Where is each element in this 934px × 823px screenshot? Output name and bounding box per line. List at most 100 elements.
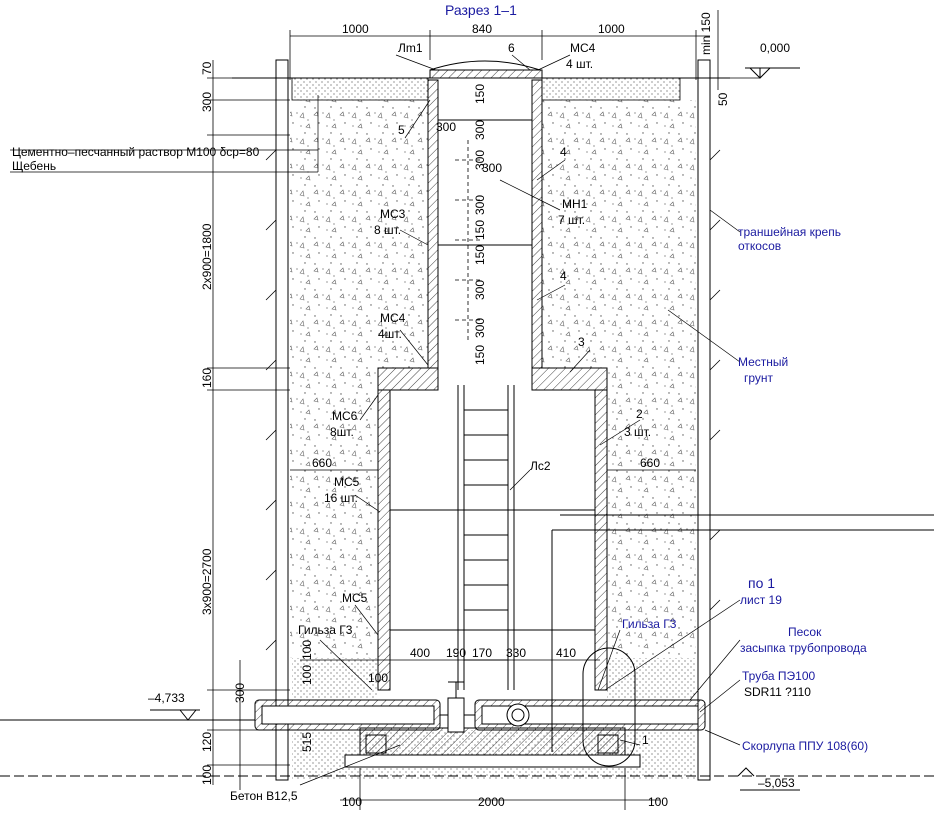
gravel-layer-right [541, 77, 681, 101]
label-soil-1: Местный [738, 355, 788, 369]
dim-100b: 100 [300, 640, 314, 660]
dim-50: 50 [716, 92, 730, 106]
dim-100v: 100 [300, 665, 314, 685]
ladder [457, 385, 515, 690]
label-pipe-1: Труба ПЭ100 [742, 669, 816, 683]
soil-fill [290, 100, 696, 658]
dim-top-left: 1000 [342, 22, 369, 36]
dim-n300d: 300 [473, 280, 487, 300]
dim-300a: 300 [200, 92, 214, 112]
gravel-layer [291, 77, 429, 101]
label-sleeve-right: Гильза Г3 [622, 617, 677, 631]
dim-170: 170 [472, 646, 492, 660]
sand-bedding-left [292, 658, 378, 700]
dimension-lines [207, 10, 760, 810]
label-mn1: МН1 [562, 197, 588, 211]
hatch-cover [429, 60, 543, 79]
dim-120: 120 [200, 732, 214, 752]
dim-top-right: 1000 [598, 22, 625, 36]
dim-n150b: 150 [473, 220, 487, 240]
label-concrete: Бетон В12,5 [230, 789, 298, 803]
dim-2x900: 2x900=1800 [200, 223, 214, 290]
dim-100d: 100 [342, 795, 362, 809]
label-mortar: Цементно–песчанный раствор М100 δср=80 [12, 145, 260, 159]
label-list19: лист 19 [740, 593, 782, 607]
section-title: Разрез 1–1 [445, 2, 517, 18]
dim-top-mid: 840 [472, 22, 492, 36]
dim-400: 400 [410, 646, 430, 660]
label-soil-2: грунт [744, 371, 774, 385]
label-mc5-qty: 16 шт. [324, 491, 358, 505]
label-shoring-1: траншейная крепь [738, 225, 841, 239]
dim-100c: 100 [368, 671, 388, 685]
dim-n150d: 150 [473, 345, 487, 365]
label-sleeve-left: Гильза Г3 [298, 623, 353, 637]
label-sand-1: Песок [788, 625, 822, 639]
label-4a: 4 [560, 145, 567, 159]
label-ls2: Лс2 [530, 459, 551, 473]
label-gravel: Щебень [12, 159, 56, 173]
dim-n300v: 300 [482, 161, 502, 175]
dim-160: 160 [200, 368, 214, 388]
dim-2000: 2000 [478, 795, 505, 809]
dim-190: 190 [446, 646, 466, 660]
dim-660a: 660 [312, 456, 332, 470]
label-mc4-mid: МС4 [380, 311, 406, 325]
dim-n300b: 300 [473, 150, 487, 170]
cover-slab [377, 367, 608, 391]
dim-300b: 300 [233, 683, 247, 703]
sand-bedding-right [607, 658, 696, 700]
label-mc4-mid-qty: 4шт. [378, 327, 402, 341]
label-sand-2: засыпка трубопровода [740, 641, 867, 655]
neck-steps [455, 140, 480, 340]
label-mc6: МС6 [332, 409, 358, 423]
dim-660b: 660 [640, 456, 660, 470]
label-mc3: МС3 [380, 207, 406, 221]
label-mc5b: МС5 [342, 591, 368, 605]
dim-515: 515 [300, 732, 314, 752]
label-6: 6 [508, 41, 515, 55]
elevation-markers [150, 67, 800, 791]
section-lines [0, 514, 934, 777]
dim-n300h: 300 [436, 120, 456, 134]
label-5: 5 [398, 123, 405, 137]
dim-n150a: 150 [473, 84, 487, 104]
trench-shoring [265, 59, 721, 781]
dim-410: 410 [556, 646, 576, 660]
label-shell: Скорлупа ППУ 108(60) [742, 739, 868, 753]
label-mc4-top: МС4 [570, 41, 596, 55]
level-top: 0,000 [760, 41, 790, 55]
label-mn1-qty: 7 шт. [558, 213, 585, 227]
level-bottom: –5,053 [758, 776, 795, 790]
dim-3x900: 3x900=2700 [200, 548, 214, 615]
level-pipe: –4,733 [148, 691, 185, 705]
dim-n150c: 150 [473, 245, 487, 265]
label-mc3-qty: 8 шт. [374, 223, 401, 237]
label-mc6-qty: 8шт. [330, 425, 354, 439]
dim-n300c: 300 [473, 195, 487, 215]
label-3: 3 [578, 335, 585, 349]
label-4b: 4 [560, 269, 567, 283]
label-lm1: Лm1 [398, 41, 423, 55]
dim-330: 330 [506, 646, 526, 660]
leader-lines [10, 54, 741, 786]
label-mc5: МС5 [334, 475, 360, 489]
dim-n300e: 300 [473, 318, 487, 338]
label-2: 2 [636, 407, 643, 421]
pipeline [254, 681, 706, 733]
dim-n300a: 300 [473, 120, 487, 140]
label-shoring-2: откосов [738, 239, 781, 253]
label-pipe-2: SDR11 ?110 [744, 685, 811, 699]
detail-callout [582, 647, 636, 767]
chamber-walls [377, 389, 608, 691]
dim-100e: 100 [648, 795, 668, 809]
dim-min150: min 150 [699, 12, 713, 55]
dim-100a: 100 [200, 765, 214, 785]
bottom-slab [344, 727, 641, 768]
dim-70: 70 [200, 61, 214, 75]
label-mc4-top-qty: 4 шт. [566, 57, 593, 71]
label-1: 1 [642, 733, 649, 747]
label-2-qty: 3 шт. [624, 425, 651, 439]
label-po1: по 1 [748, 575, 775, 591]
